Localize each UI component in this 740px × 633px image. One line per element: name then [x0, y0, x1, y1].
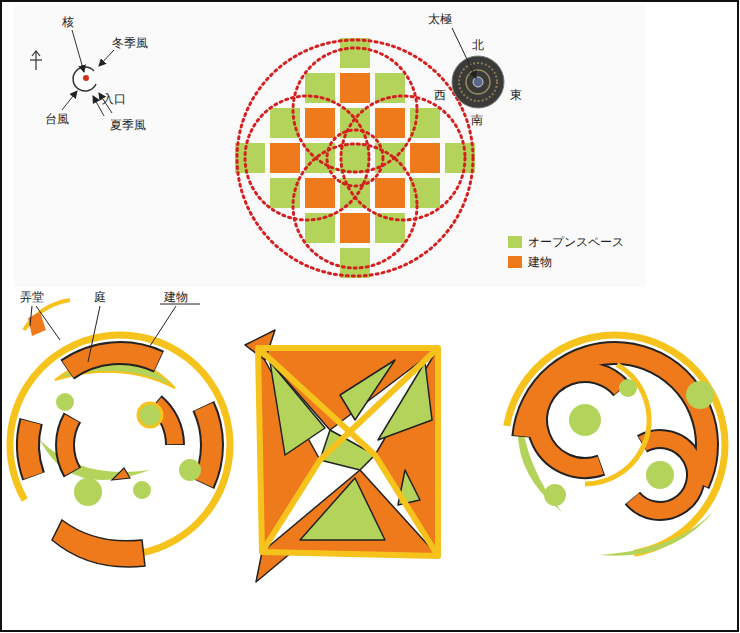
legend-text: オープンスペース — [528, 235, 624, 249]
entrance-label: 入口 — [102, 92, 126, 106]
core-label: 核 — [62, 15, 74, 29]
part-label: 庭 — [94, 290, 106, 304]
legend-text: 建物 — [528, 255, 552, 269]
wind-label: 冬季風 — [112, 36, 148, 50]
direction-label: 北 — [472, 38, 484, 52]
legend-swatch — [508, 256, 522, 268]
direction-label: 西 — [434, 88, 446, 102]
direction-label: 南 — [471, 113, 483, 127]
typhoon-label: 台風 — [45, 112, 69, 126]
part-label: 弄堂 — [20, 290, 44, 304]
wind-label: 夏季風 — [110, 118, 146, 132]
part-label: 建物 — [164, 290, 188, 304]
compass-label: 太極 — [428, 12, 452, 26]
direction-label: 東 — [510, 88, 522, 102]
legend-swatch — [508, 236, 522, 248]
